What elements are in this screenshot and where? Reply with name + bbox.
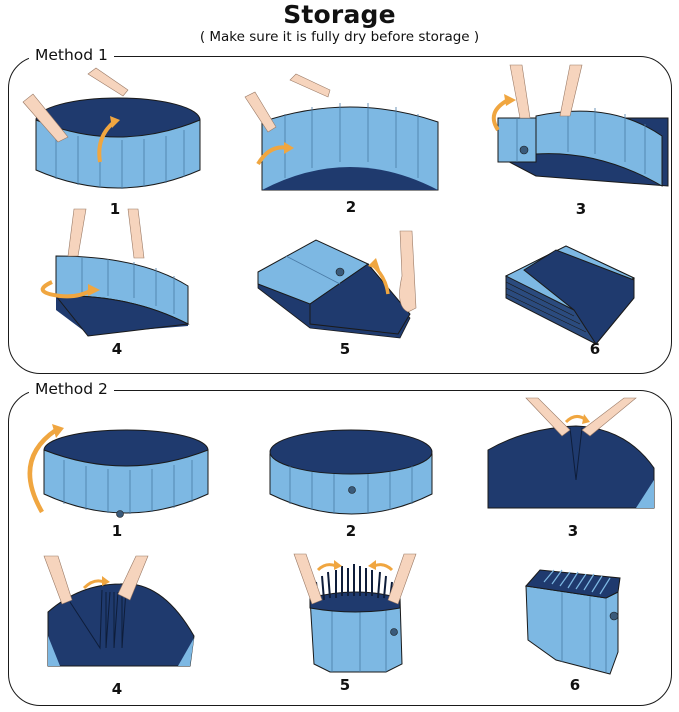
step-number: 6 — [569, 676, 581, 694]
step-number: 3 — [567, 522, 579, 540]
folded-square-illustration — [504, 245, 636, 345]
stacked-panels-illustration — [257, 230, 417, 339]
method-1-label: Method 1 — [29, 45, 114, 65]
method-1-step-3: 3 — [490, 64, 670, 222]
method-1-step-4: 4 — [30, 208, 230, 364]
step-number: 3 — [575, 200, 587, 218]
page-subtitle: ( Make sure it is fully dry before stora… — [199, 29, 480, 45]
gather-pleats-illustration — [293, 553, 417, 673]
method-2-step-5: 5 — [290, 552, 420, 696]
upside-down-pool-illustration — [269, 429, 433, 515]
method-2-step-1: 1 — [22, 420, 212, 544]
method-2-label: Method 2 — [29, 379, 114, 399]
continue-folding-illustration — [40, 208, 190, 337]
flip-pool-illustration — [27, 424, 209, 518]
step-number: 6 — [589, 340, 601, 358]
pleat-base-illustration — [43, 555, 195, 667]
method-2-step-4: 4 — [40, 555, 200, 698]
pinch-base-illustration — [487, 397, 655, 509]
page-title: Storage — [283, 0, 396, 29]
method-2-step-6: 6 — [520, 552, 640, 696]
step-number: 2 — [345, 522, 357, 540]
compact-pool-illustration — [525, 569, 621, 675]
method-1-step-6: 6 — [500, 240, 660, 364]
step-number: 5 — [339, 340, 351, 358]
step-number: 4 — [111, 680, 123, 698]
step-number: 1 — [111, 522, 123, 540]
method-2-step-3: 3 — [486, 397, 658, 544]
step-number: 5 — [339, 676, 351, 694]
step-number: 4 — [111, 340, 123, 358]
open-pool-illustration — [22, 67, 201, 189]
fold-end-panel-illustration — [491, 64, 669, 187]
method-1-panel: Method 1 — [8, 45, 672, 374]
fold-wall-illustration — [244, 73, 439, 191]
method-1-step-5: 5 — [250, 230, 430, 364]
method-1-step-2: 2 — [244, 73, 450, 222]
step-number: 1 — [109, 200, 121, 218]
method-1-step-1: 1 — [18, 67, 218, 222]
method-2-step-2: 2 — [266, 428, 436, 544]
step-number: 2 — [345, 198, 357, 216]
method-2-panel: Method 2 — [8, 379, 672, 706]
